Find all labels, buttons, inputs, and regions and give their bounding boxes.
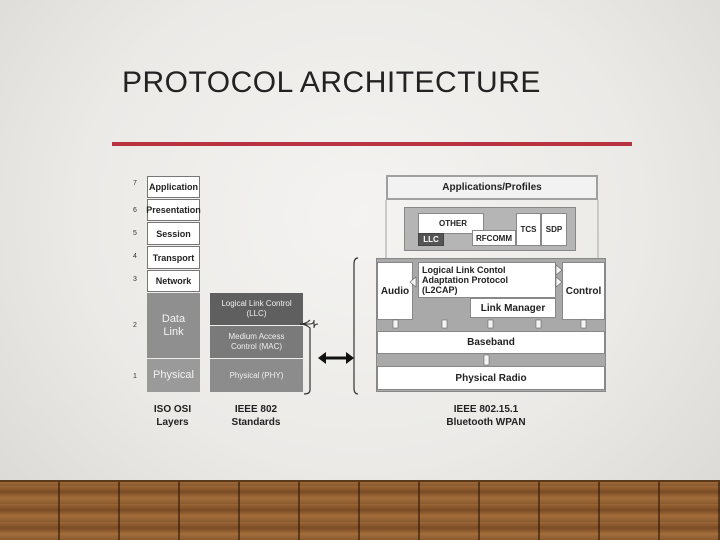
bt-other-protocols: OTHER: [418, 213, 484, 234]
slide-title: PROTOCOL ARCHITECTURE: [122, 66, 541, 99]
bt-baseband: Baseband: [377, 331, 605, 354]
bt-sdp: SDP: [541, 213, 567, 246]
bt-control: Control: [562, 262, 605, 320]
bt-l2cap-line: (L2CAP): [422, 285, 458, 295]
bt-connector: [597, 200, 599, 258]
osi-layer-number: 7: [133, 180, 137, 187]
osi-network-layer: Network: [147, 270, 200, 292]
bt-l2cap-line: Adaptation Protocol: [422, 275, 508, 285]
ieee802-caption: IEEE 802 Standards: [220, 403, 292, 429]
bt-caption: IEEE 802.15.1 Bluetooth WPAN: [430, 403, 542, 429]
wood-floor-background: [0, 482, 720, 540]
bt-rfcomm: RFCOMM: [472, 230, 516, 246]
title-underline: [112, 142, 632, 146]
osi-presentation-layer: Presentation: [146, 199, 201, 221]
architecture-diagram: 7 6 5 4 3 2 1 Application Presentation S…: [133, 175, 606, 429]
bt-llc: LLC: [418, 233, 444, 246]
osi-layer-number: 2: [133, 322, 137, 329]
bt-layer-arrows-icon: [392, 319, 587, 366]
bt-connector: [385, 200, 387, 258]
osi-transport-layer: Transport: [147, 246, 200, 269]
bt-link-manager: Link Manager: [470, 298, 556, 318]
bt-tcs: TCS: [516, 213, 541, 246]
ieee-phy-layer: Physical (PHY): [210, 359, 303, 392]
bt-caption-line: IEEE 802.15.1: [453, 404, 519, 415]
bt-physical-radio: Physical Radio: [377, 366, 605, 390]
osi-caption: ISO OSI Layers: [140, 403, 205, 429]
bt-caption-line: Bluetooth WPAN: [446, 417, 526, 428]
floor-edge: [0, 480, 720, 483]
osi-layer-number: 1: [133, 373, 137, 380]
mapping-arrow-icon: [299, 257, 359, 395]
bt-l2cap: Logical Link Contol Adaptation Protocol …: [418, 262, 556, 298]
osi-physical-layer: Physical: [147, 359, 200, 392]
ieee802-caption-line: Standards: [231, 417, 281, 428]
ieee-llc-layer: Logical Link Control (LLC): [210, 293, 303, 325]
bt-l2cap-line: Logical Link Contol: [422, 265, 506, 275]
bt-side-arrows-icon: [409, 264, 563, 288]
ieee802-caption-line: IEEE 802: [234, 404, 278, 415]
osi-layer-number: 6: [133, 207, 137, 214]
ieee-mac-layer: Medium Access Control (MAC): [210, 326, 303, 358]
osi-application-layer: Application: [147, 176, 200, 198]
osi-data-link-layer: Data Link: [147, 293, 200, 358]
osi-caption-line: ISO OSI: [153, 404, 192, 415]
osi-session-layer: Session: [147, 222, 200, 245]
osi-layer-number: 3: [133, 276, 137, 283]
bt-applications-profiles: Applications/Profiles: [386, 175, 598, 200]
osi-layer-number: 5: [133, 230, 137, 237]
bt-audio: Audio: [377, 262, 413, 320]
osi-caption-line: Layers: [156, 417, 189, 428]
osi-layer-number: 4: [133, 253, 137, 260]
